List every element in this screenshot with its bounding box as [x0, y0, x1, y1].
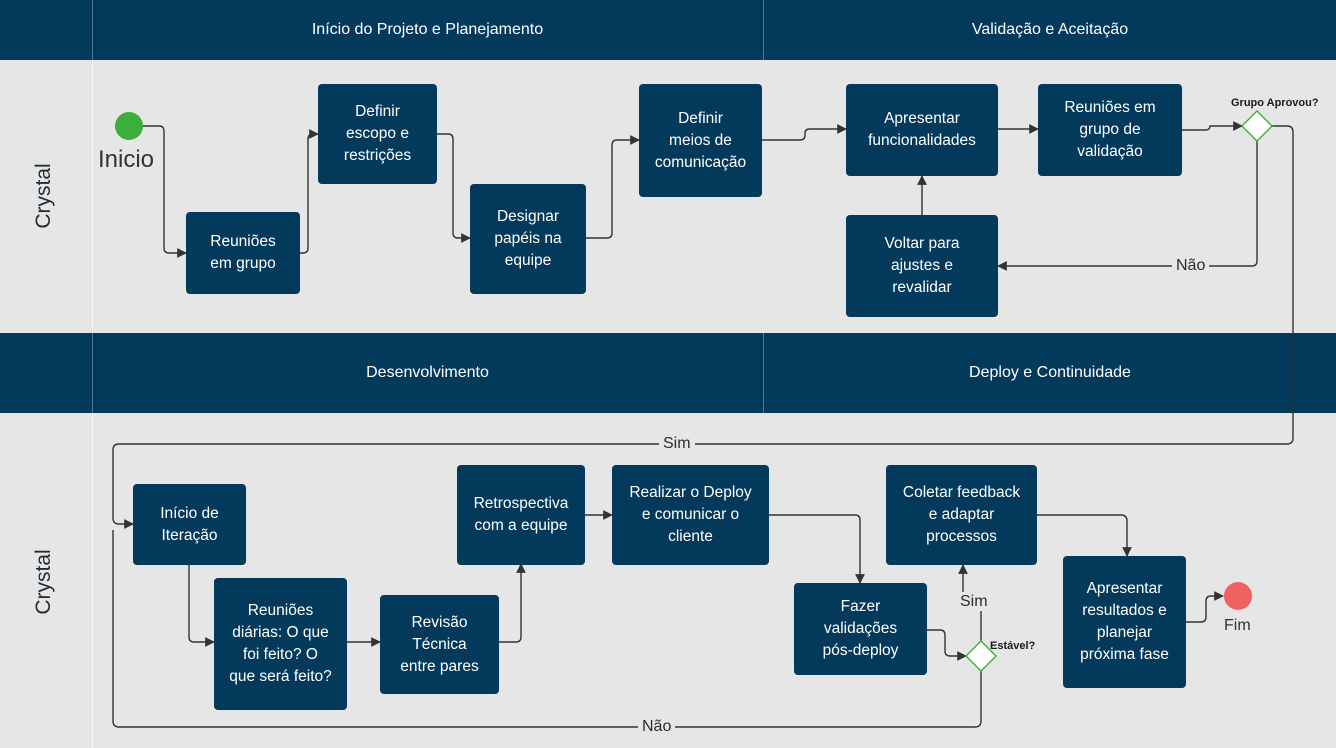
flow-estavel-nao: [112, 530, 982, 728]
task-designar-papeis[interactable]: Designar papéis na equipe: [470, 184, 586, 294]
flow-reunioes-gateway: [1182, 121, 1243, 131]
lane-divider: [92, 60, 93, 332]
flow-deploy-validacoes: [769, 514, 865, 584]
gateway-grupo-aprovou: [1241, 110, 1273, 142]
flow-gateway-nao: [997, 141, 1258, 271]
flow-revisao-retro: [499, 563, 526, 643]
task-fazer-validacoes[interactable]: Fazer validações pós-deploy: [794, 583, 927, 675]
end-event-label: Fim: [1224, 617, 1251, 634]
task-retrospectiva[interactable]: Retrospectiva com a equipe: [457, 465, 585, 565]
phase-desenvolvimento: Desenvolvimento: [366, 364, 489, 381]
flow-inicio-reunioes: [143, 125, 187, 258]
start-event-label: Inicio: [98, 146, 155, 173]
phase-header-top: Início do Projeto e Planejamento Validaç…: [0, 0, 1336, 60]
task-coletar-feedback[interactable]: Coletar feedback e adaptar processos: [886, 465, 1037, 565]
flow-label-nao-top: Não: [1172, 257, 1210, 275]
task-reunioes-validacao[interactable]: Reuniões em grupo de validação: [1038, 84, 1182, 176]
header-divider: [763, 333, 764, 413]
header-divider: [763, 0, 764, 60]
flow-gateway-sim: [112, 125, 1294, 529]
header-divider: [92, 0, 93, 60]
gateway-estavel: [965, 640, 997, 672]
flow-designar-meios: [586, 135, 640, 239]
flow-meios-apresentar: [762, 124, 847, 141]
flow-label-nao-bottom: Não: [638, 718, 676, 736]
task-definir-escopo[interactable]: Definir escopo e restrições: [318, 84, 437, 184]
start-event: [115, 112, 143, 140]
task-apresentar-funcionalidades[interactable]: Apresentar funcionalidades: [846, 84, 998, 176]
task-revisao-tecnica[interactable]: Revisão Técnica entre pares: [380, 595, 499, 694]
task-realizar-deploy[interactable]: Realizar o Deploy e comunicar o cliente: [612, 465, 769, 565]
gateway-label-estavel: Estável?: [990, 640, 1036, 652]
flow-label-sim-bottom: Sim: [956, 593, 992, 611]
task-reunioes-em-grupo[interactable]: Reuniões em grupo: [186, 212, 300, 294]
phase-validacao: Validação e Aceitação: [971, 21, 1129, 38]
phase-inicio-projeto: Início do Projeto e Planejamento: [311, 21, 544, 38]
flow-validacoes-gateway: [927, 629, 967, 661]
flow-feedback-apresentar: [1037, 514, 1132, 557]
flow-iteracao-diarias: [188, 565, 215, 647]
task-voltar-ajustes[interactable]: Voltar para ajustes e revalidar: [846, 215, 998, 317]
phase-header-bottom: Desenvolvimento Deploy e Continuidade: [0, 333, 1336, 413]
flow-apresentar-fim: [1186, 591, 1224, 623]
gateway-label-grupo-aprovou: Grupo Aprovou?: [1231, 97, 1319, 109]
task-inicio-iteracao[interactable]: Início de Iteração: [133, 484, 246, 565]
flow-reunioes-escopo: [300, 129, 319, 254]
end-event: [1224, 582, 1252, 610]
flow-escopo-designar: [437, 133, 471, 243]
phase-deploy: Deploy e Continuidade: [969, 364, 1131, 381]
task-apresentar-resultados[interactable]: Apresentar resultados e planejar próxima…: [1063, 556, 1186, 688]
header-divider: [92, 333, 93, 413]
task-definir-meios[interactable]: Definir meios de comunicação: [639, 84, 762, 197]
lane-divider: [92, 413, 93, 748]
task-reunioes-diarias[interactable]: Reuniões diárias: O que foi feito? O que…: [214, 578, 347, 710]
flow-label-sim-top: Sim: [659, 435, 695, 453]
